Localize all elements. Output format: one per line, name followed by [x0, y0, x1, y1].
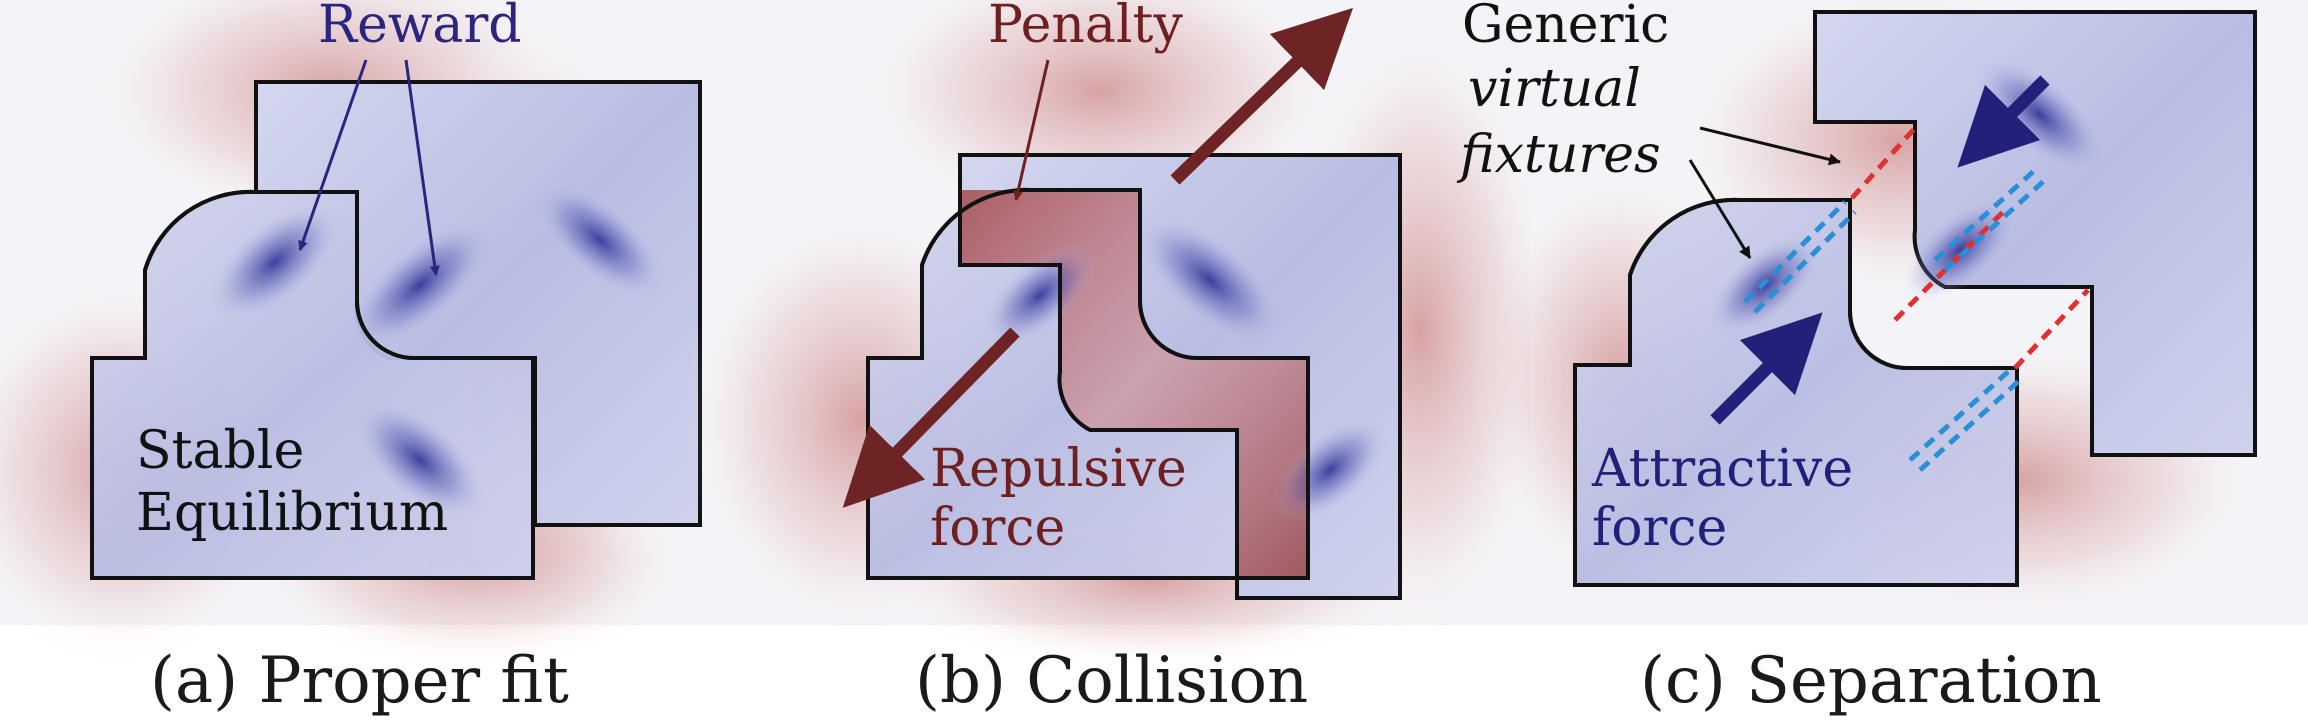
fixture-blue-1b: [1753, 210, 1857, 314]
reward-glow: [982, 243, 1098, 347]
reward-glow: [208, 202, 342, 322]
repulsive-label-line1: Repulsive: [930, 439, 1187, 499]
reward-arrow-2: [404, 59, 440, 276]
caption-a: (a) Proper fit: [150, 644, 569, 718]
caption-b: (b) Collision: [915, 644, 1308, 718]
panel-c: Generic virtual fixtures Attractive forc…: [1456, 0, 2308, 625]
stable-label-line2: Equilibrium: [136, 483, 448, 543]
reward-glow: [534, 181, 666, 299]
fixture-pointer-2: [1688, 159, 1752, 259]
penalty-arrow: [1013, 59, 1050, 201]
panel-a: Reward Stable Equilibrium: [0, 0, 740, 670]
repulsive-label-line2: force: [930, 498, 1065, 558]
fixed-piece-outline: [958, 153, 1402, 600]
reward-glow: [353, 400, 487, 520]
moving-piece-outline: [866, 187, 1310, 580]
generic-label-line3: fixtures: [1456, 125, 1661, 185]
fixture-red-3: [2013, 288, 2090, 370]
panel-b: Penalty Repulsive force: [680, 0, 1560, 670]
fixture-pointer-1: [1699, 126, 1841, 166]
generic-label-line1: Generic: [1462, 0, 1669, 55]
fixture-red-2: [1893, 208, 2007, 322]
attractive-label-line2: force: [1592, 498, 1727, 558]
fixture-blue-2a: [1933, 168, 2037, 262]
repulsive-arrow-up: [1170, 7, 1354, 185]
attractive-arrow-up: [1710, 312, 1823, 425]
captions: (a) Proper fit (b) Collision (c) Separat…: [150, 644, 2102, 718]
attractive-arrow-down: [1957, 75, 2050, 168]
attractive-label-line1: Attractive: [1591, 439, 1853, 499]
moving-piece-outline: [90, 189, 535, 580]
stable-label-line1: Stable: [136, 421, 304, 481]
repulsive-arrow-down: [842, 327, 1020, 508]
reward-glow: [1902, 198, 2018, 302]
caption-c: (c) Separation: [1640, 644, 2102, 718]
generic-label-line2: virtual: [1468, 59, 1641, 119]
reward-label: Reward: [318, 0, 522, 55]
reward-glow: [1136, 214, 1284, 346]
collision-region: [960, 190, 1308, 578]
fixture-blue-1a: [1743, 200, 1847, 304]
penalty-label: Penalty: [988, 0, 1183, 55]
fixture-blue-3a: [1908, 368, 2012, 462]
fixture-blue-2b: [1943, 178, 2047, 272]
reward-arrow-1: [298, 59, 368, 251]
fixture-red-1: [1850, 126, 1917, 200]
reward-glow: [1271, 417, 1389, 523]
moving-piece-outline: [1573, 197, 2019, 587]
reward-glow: [346, 220, 494, 350]
fixture-blue-3b: [1918, 378, 2022, 472]
